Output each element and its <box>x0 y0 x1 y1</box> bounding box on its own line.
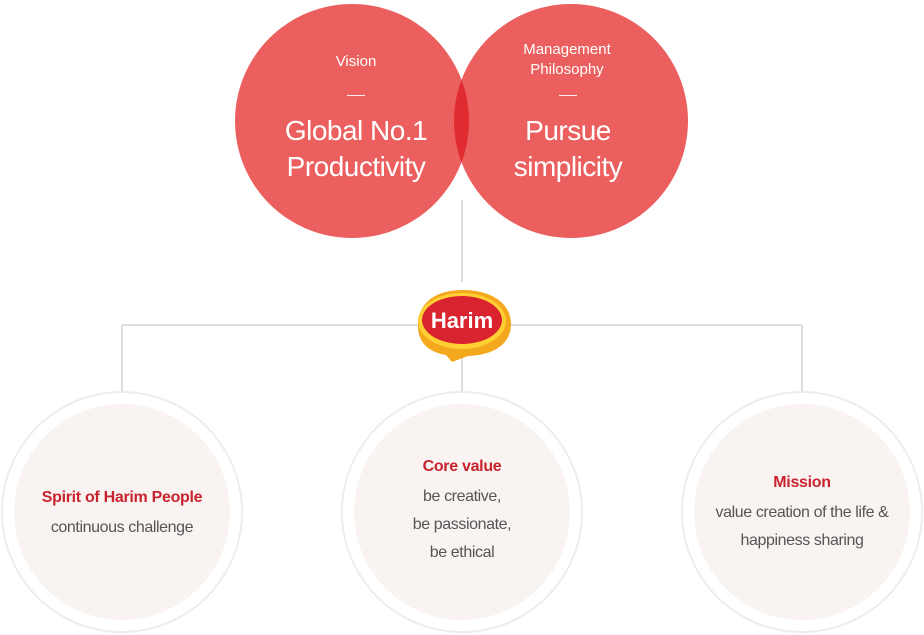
mission-title: Mission <box>773 474 831 491</box>
core-value-title: Core value <box>422 458 502 475</box>
spirit-title: Spirit of Harim People <box>41 489 203 506</box>
philosophy-divider <box>559 95 577 96</box>
core-value-circle <box>341 391 583 633</box>
mission-circle <box>681 391 923 633</box>
philosophy-title-line2: simplicity <box>513 151 623 182</box>
vision-divider <box>347 95 365 96</box>
mission-line2: happiness sharing <box>740 532 864 549</box>
logo-text: Harim <box>431 308 493 333</box>
philosophy-circle <box>454 4 688 238</box>
philosophy-title-line1: Pursue <box>525 115 611 146</box>
harim-logo: Harim <box>418 290 511 362</box>
spirit-body: continuous challenge <box>50 519 194 536</box>
vision-label: Vision <box>335 53 377 70</box>
vision-title-line2: Productivity <box>286 151 426 182</box>
mission-line1: value creation of the life & <box>715 504 889 521</box>
connector-lines <box>121 200 803 392</box>
core-value-line1: be creative, <box>423 488 501 505</box>
vision-circle <box>235 4 469 238</box>
vision-title-line1: Global No.1 <box>284 115 428 146</box>
philosophy-label-line1: Management <box>523 41 611 58</box>
core-value-line2: be passionate, <box>412 516 512 533</box>
spirit-circle <box>1 391 243 633</box>
core-value-line3: be ethical <box>429 544 495 561</box>
philosophy-label-line2: Philosophy <box>530 61 604 78</box>
